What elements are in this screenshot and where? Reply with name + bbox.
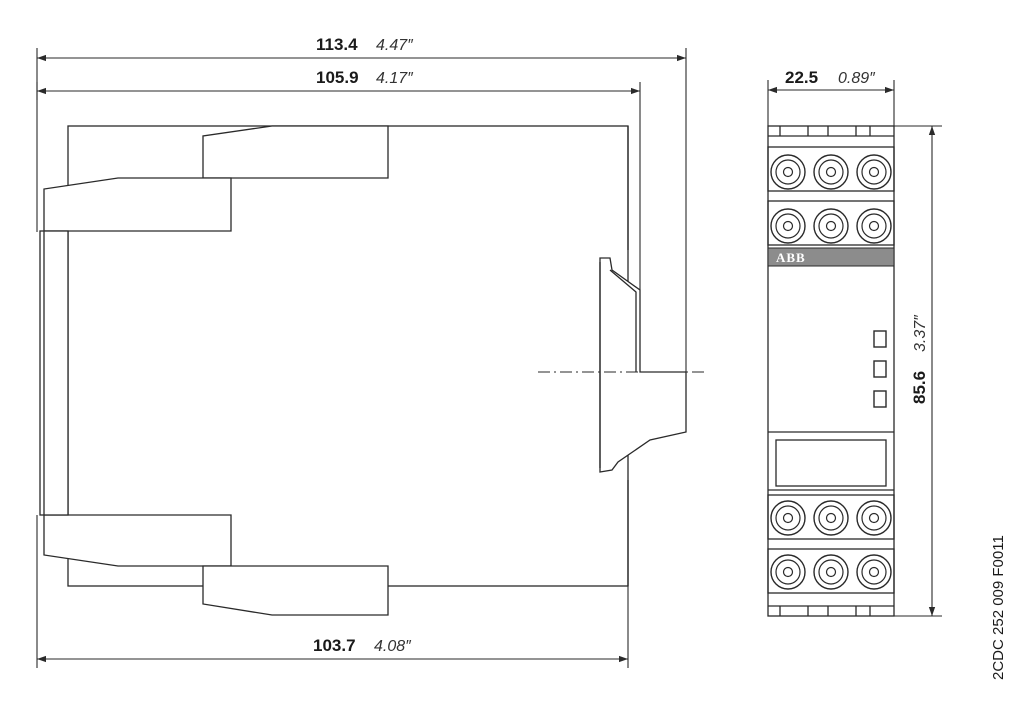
dim-front-height-mm: 85.6 bbox=[910, 371, 929, 404]
terminal-screw bbox=[813, 554, 849, 590]
din-rail-clip bbox=[599, 126, 687, 473]
dim-overall-depth-mm: 113.4 bbox=[316, 35, 358, 54]
dim-base-depth-mm: 103.7 bbox=[313, 636, 356, 655]
status-led bbox=[873, 330, 887, 348]
terminal-screw bbox=[770, 554, 806, 590]
side-view bbox=[39, 125, 704, 616]
terminal-screw bbox=[813, 500, 849, 536]
dim-front-width-mm: 22.5 bbox=[785, 68, 818, 87]
status-leds bbox=[873, 330, 887, 408]
terminal-screw bbox=[770, 500, 806, 536]
lower-terminal-block bbox=[43, 514, 232, 567]
dimension-overall-depth bbox=[36, 48, 687, 372]
dim-front-width-inch: 0.89″ bbox=[838, 70, 876, 87]
terminal-screw bbox=[770, 208, 806, 244]
terminal-screw bbox=[813, 208, 849, 244]
dim-base-depth-inch: 4.08″ bbox=[374, 638, 412, 655]
dim-rail-depth-inch: 4.17″ bbox=[376, 70, 414, 87]
label-window bbox=[775, 439, 887, 487]
brand-band bbox=[767, 247, 895, 267]
dimension-rail-depth bbox=[36, 82, 641, 290]
terminal-screws bbox=[770, 154, 892, 590]
dim-front-height-inch: 3.37″ bbox=[912, 314, 929, 352]
dim-overall-depth-inch: 4.47″ bbox=[376, 37, 414, 54]
terminal-screw bbox=[856, 208, 892, 244]
brand-logo-text: ABB bbox=[776, 250, 806, 265]
terminal-screw bbox=[770, 154, 806, 190]
status-led bbox=[873, 360, 887, 378]
front-face-edge bbox=[39, 230, 69, 516]
terminal-screw bbox=[856, 554, 892, 590]
upper-terminal-block bbox=[202, 125, 389, 179]
dim-rail-depth-mm: 105.9 bbox=[316, 68, 359, 87]
terminal-screw bbox=[856, 154, 892, 190]
terminal-screw bbox=[813, 154, 849, 190]
dimension-base-depth bbox=[36, 515, 629, 668]
dimension-front-width bbox=[767, 80, 895, 126]
drawing-reference: 2CDC 252 009 F0011 bbox=[990, 535, 1007, 680]
terminal-screw bbox=[856, 500, 892, 536]
status-led bbox=[873, 390, 887, 408]
dimension-front-height bbox=[894, 125, 942, 617]
